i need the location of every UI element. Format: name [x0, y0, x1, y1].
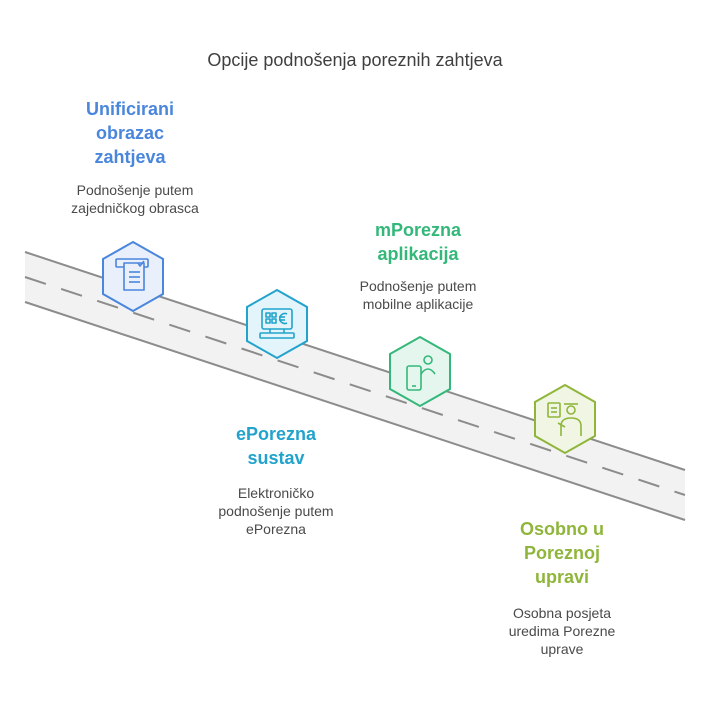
step-4-heading: Osobno u Poreznoj upravi — [520, 519, 604, 587]
diagram-title: Opcije podnošenja poreznih zahtjeva — [207, 50, 503, 70]
step-3-marker — [389, 335, 451, 408]
form-document-icon — [115, 258, 149, 291]
computer-euro-icon — [259, 308, 295, 339]
step-1-marker — [102, 240, 164, 313]
step-2-description: Elektroničko podnošenje putem ePorezna — [218, 485, 334, 537]
step-1-heading: Unificirani obrazac zahtjeva — [85, 99, 174, 167]
step-2-heading: ePorezna sustav — [235, 424, 317, 468]
mobile-user-icon — [406, 355, 436, 391]
step-4-description: Osobna posjeta uredima Porezne uprave — [508, 605, 616, 657]
person-in-office-icon — [547, 402, 582, 436]
step-2-marker — [246, 288, 308, 360]
step-4-marker — [534, 383, 596, 455]
step-1-description: Podnošenje putem zajedničkog obrasca — [71, 182, 199, 216]
step-3-heading: mPorezna aplikacija — [374, 220, 462, 264]
step-3-description: Podnošenje putem mobilne aplikacije — [359, 278, 477, 312]
